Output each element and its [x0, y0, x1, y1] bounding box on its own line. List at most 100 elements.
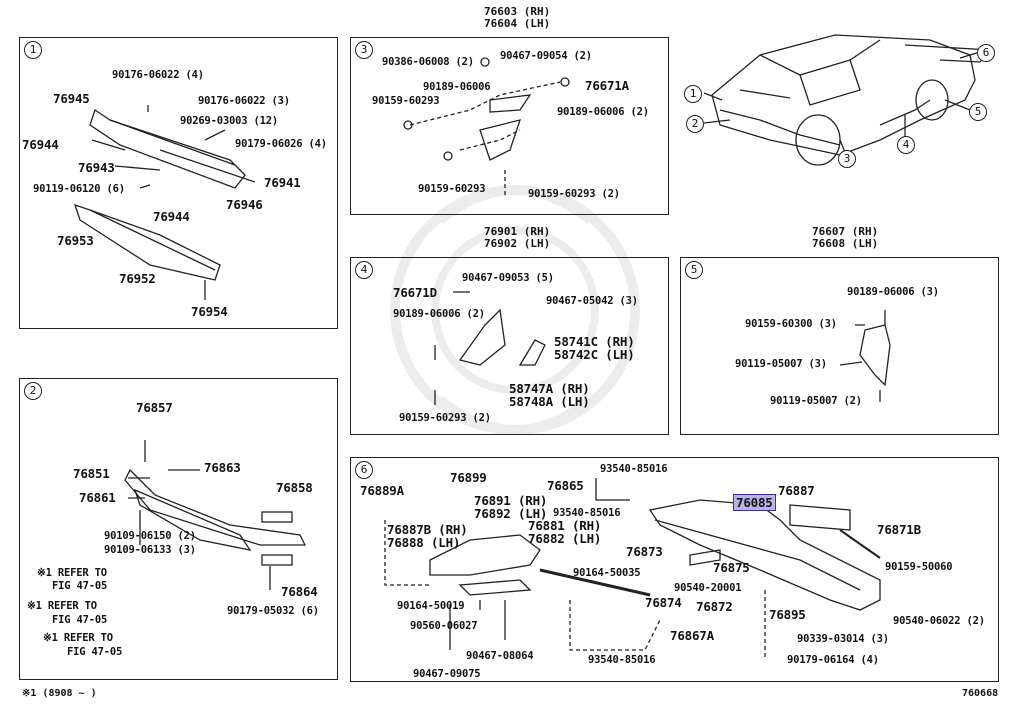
panel-1 [19, 37, 338, 329]
part-label: 90119-05007 (3) [735, 358, 827, 370]
part-label: 90467-08064 [466, 650, 534, 662]
footer-note: ※1 (8908 ~ ) [22, 688, 97, 699]
panel3-parts [409, 81, 561, 195]
part-label: 76874 [645, 595, 682, 610]
note-label: FIG 47-05 [67, 646, 123, 658]
part-label: 76944 [153, 209, 190, 224]
part-label: 76858 [276, 480, 313, 495]
part-label: 58741C (RH) [554, 334, 635, 349]
note-label: ※1 REFER TO [27, 600, 97, 612]
part-label: 76867A [670, 628, 714, 643]
part-label: 90159-60293 [372, 95, 440, 107]
part-label: 76891 (RH) [474, 493, 548, 508]
part-label: 76952 [119, 271, 156, 286]
car-callout-1: 1 [684, 85, 702, 103]
panel-5 [680, 257, 999, 435]
part-label: 90189-06006 [423, 81, 491, 93]
panel3-solid [403, 57, 570, 161]
part-label: 76887B (RH) [387, 522, 468, 537]
part-label: 76881 (RH) [528, 518, 602, 533]
part-label: 76671A [585, 78, 629, 93]
part-label: 90467-09075 [413, 668, 481, 680]
panel-number-6: 6 [355, 461, 373, 479]
part-label: 90560-06027 [410, 620, 478, 632]
panel2-parts [124, 440, 307, 590]
car-callout-5: 5 [969, 103, 987, 121]
part-label: 90164-50019 [397, 600, 465, 612]
part-label: 90176-06022 (3) [198, 95, 290, 107]
part-label: 90269-03003 (12) [180, 115, 278, 127]
part-label: 76875 [713, 560, 750, 575]
part-label: 76865 [547, 478, 584, 493]
part-label: 90467-09054 (2) [500, 50, 592, 62]
panel-2 [19, 378, 338, 680]
part-label: 76889A [360, 483, 404, 498]
part-label: 90159-60293 (2) [399, 412, 491, 424]
part-label: 76882 (LH) [528, 531, 602, 546]
note-label: FIG 47-05 [52, 614, 108, 626]
part-label: 90159-60293 (2) [528, 188, 620, 200]
part-label: 76888 (LH) [387, 535, 461, 550]
panel4-header: 76901 (RH)76902 (LH) [484, 225, 551, 250]
part-label: 90540-20001 [674, 582, 742, 594]
car-callout-3: 3 [838, 150, 856, 168]
car-callout-6: 6 [977, 44, 995, 62]
panel-number-3: 3 [355, 41, 373, 59]
panel-number-2: 2 [24, 382, 42, 400]
part-label: 76895 [769, 607, 806, 622]
panel4-parts [434, 291, 546, 405]
note-label: FIG 47-05 [52, 580, 108, 592]
part-label: 90386-06008 (2) [382, 56, 474, 68]
figure-number: 760668 [962, 688, 999, 699]
part-label: 76954 [191, 304, 228, 319]
part-label: 58742C (LH) [554, 347, 635, 362]
panel-number-1: 1 [24, 41, 42, 59]
part-label: 90109-06150 (2) [104, 530, 196, 542]
part-label: 90189-06006 (2) [557, 106, 649, 118]
part-label: 90179-05032 (6) [227, 605, 319, 617]
part-label: 76872 [696, 599, 733, 614]
part-label: 76944 [22, 137, 59, 152]
part-label: 90164-50035 [573, 567, 641, 579]
part-label: 90179-06164 (4) [787, 654, 879, 666]
panel3-header: 76603 (RH)76604 (LH) [484, 5, 551, 30]
panel5-header: 76607 (RH)76608 (LH) [812, 225, 879, 250]
part-label: 76671D [393, 285, 437, 300]
part-label: 58748A (LH) [509, 394, 590, 409]
panel5-parts [839, 310, 891, 402]
part-label: 76887 [778, 483, 815, 498]
part-label: 76899 [450, 470, 487, 485]
panel-number-5: 5 [685, 261, 703, 279]
watermark-emblem [390, 185, 640, 435]
part-label: 76892 (LH) [474, 506, 548, 521]
part-label: 90467-09053 (5) [462, 272, 554, 284]
part-label: 76945 [53, 91, 90, 106]
part-label: 76864 [281, 584, 318, 599]
part-label: 90540-06022 (2) [893, 615, 985, 627]
part-label: 90159-50060 [885, 561, 953, 573]
panel-6 [350, 457, 999, 682]
part-label: 93540-85016 [553, 507, 621, 519]
car-illustration [703, 34, 992, 166]
part-label: 76873 [626, 544, 663, 559]
part-label: 93540-85016 [600, 463, 668, 475]
note-label: ※1 REFER TO [37, 567, 107, 579]
part-label: 76861 [79, 490, 116, 505]
part-label: 58747A (RH) [509, 381, 590, 396]
part-label: 90109-06133 (3) [104, 544, 196, 556]
part-label: 76943 [78, 160, 115, 175]
part-label: 90159-60300 (3) [745, 318, 837, 330]
part-label: 76941 [264, 175, 301, 190]
highlighted-part-label[interactable]: 76085 [733, 494, 776, 511]
part-label: 76851 [73, 466, 110, 481]
part-label: 76863 [204, 460, 241, 475]
panel-number-4: 4 [355, 261, 373, 279]
part-label: 90179-06026 (4) [235, 138, 327, 150]
part-label: 90189-06006 (3) [847, 286, 939, 298]
panel-3 [350, 37, 669, 215]
part-label: 93540-85016 [588, 654, 656, 666]
part-label: 76857 [136, 400, 173, 415]
part-label: 76871B [877, 522, 921, 537]
car-callout-4: 4 [897, 136, 915, 154]
